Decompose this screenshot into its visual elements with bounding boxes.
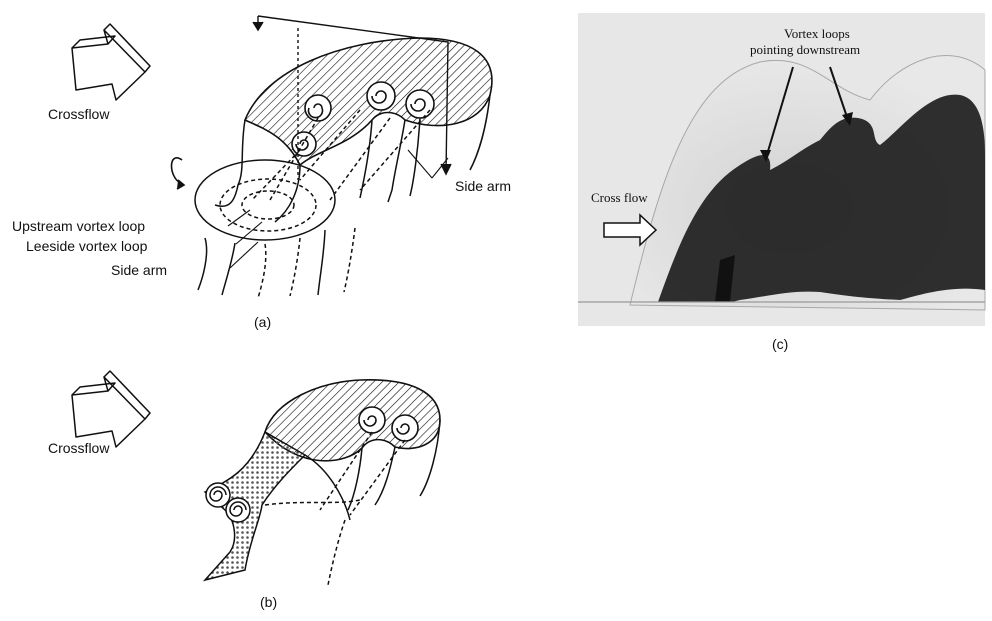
panel-a bbox=[72, 16, 492, 298]
leeside-vortex-loop-label: Leeside vortex loop bbox=[26, 238, 147, 254]
panel-b-caption: (b) bbox=[260, 594, 277, 610]
panel-c bbox=[578, 13, 985, 326]
panel-a-caption: (a) bbox=[254, 314, 271, 330]
upstream-vortex-loop-label: Upstream vortex loop bbox=[12, 218, 145, 234]
side-arm-lower-label: Side arm bbox=[111, 262, 167, 278]
rotation-arrow-icon bbox=[172, 158, 185, 189]
panel-b bbox=[72, 371, 440, 585]
cross-flow-label: Cross flow bbox=[591, 190, 648, 206]
crossflow-arrow-icon bbox=[72, 371, 150, 447]
annotation-line1: Vortex loops bbox=[784, 26, 850, 42]
crossflow-label: Crossflow bbox=[48, 440, 109, 456]
side-arm-label: Side arm bbox=[455, 178, 511, 194]
annotation-line2: pointing downstream bbox=[750, 42, 860, 58]
panel-c-caption: (c) bbox=[772, 336, 788, 352]
crossflow-label: Crossflow bbox=[48, 106, 109, 122]
crossflow-arrow-icon bbox=[72, 24, 150, 100]
vortex-cap bbox=[245, 38, 492, 165]
